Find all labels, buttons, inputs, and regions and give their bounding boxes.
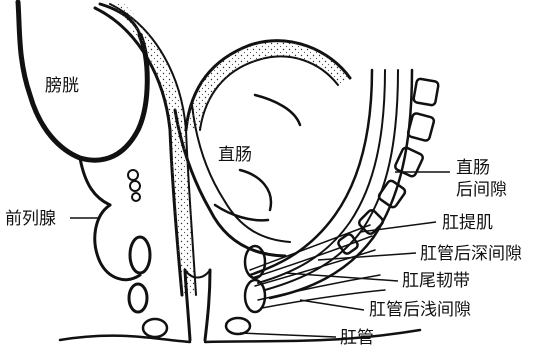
label-bladder: 膀胱 (45, 78, 79, 95)
label-anal-canal: 肛管 (340, 330, 374, 347)
label-superficial-postanal-space: 肛管后浅间隙 (369, 302, 471, 319)
label-deep-postanal-space: 肛管后深间隙 (420, 246, 522, 263)
label-anococcygeal-ligament: 肛尾韧带 (402, 273, 470, 290)
label-rectum: 直肠 (218, 147, 252, 164)
prostate-shape (95, 170, 167, 337)
label-prostate: 前列腺 (5, 211, 56, 228)
label-retrorectal-space-line1: 直肠 (456, 160, 490, 177)
label-levator-ani: 肛提肌 (442, 215, 493, 232)
label-retrorectal-space-line2: 后间隙 (456, 182, 507, 199)
